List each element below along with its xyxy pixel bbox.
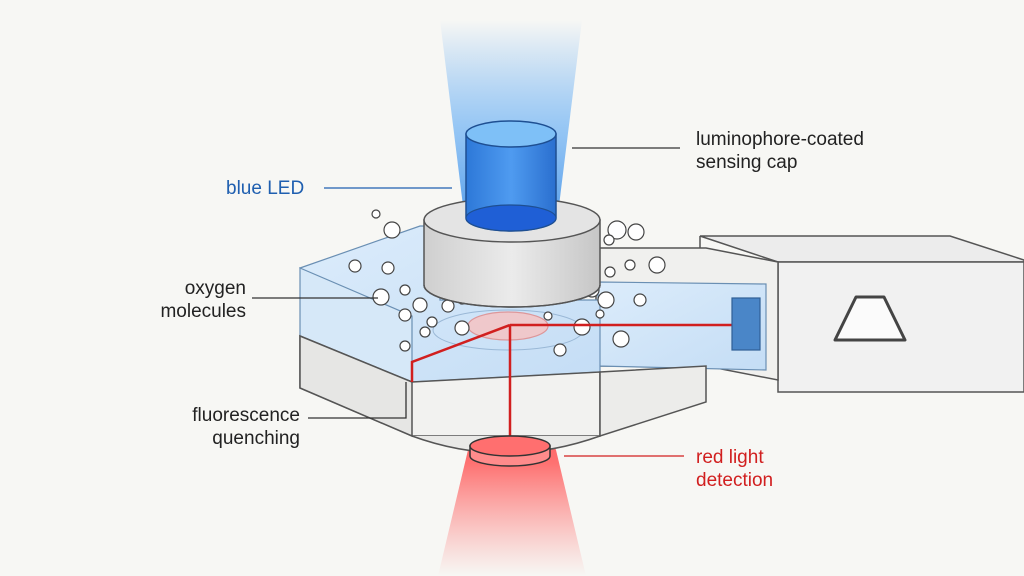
detector-housing bbox=[699, 235, 1024, 393]
label-blue-led: blue LED bbox=[226, 178, 305, 199]
red-filter-disc bbox=[469, 435, 551, 467]
leader-quenching bbox=[308, 382, 407, 419]
photodetector bbox=[731, 297, 761, 351]
oxygen-molecules bbox=[348, 209, 666, 357]
label-oxygen-molecules: oxygen molecules bbox=[160, 278, 246, 322]
label-fluorescence-quenching: fluorescence quenching bbox=[192, 405, 300, 449]
label-red-light-detection: red light detection bbox=[696, 447, 774, 491]
trapezoid-icon bbox=[833, 295, 907, 342]
label-sensing-cap: luminophore-coated sensing cap bbox=[696, 129, 864, 173]
blue-led bbox=[465, 120, 557, 232]
red-light-paths bbox=[410, 323, 732, 445]
